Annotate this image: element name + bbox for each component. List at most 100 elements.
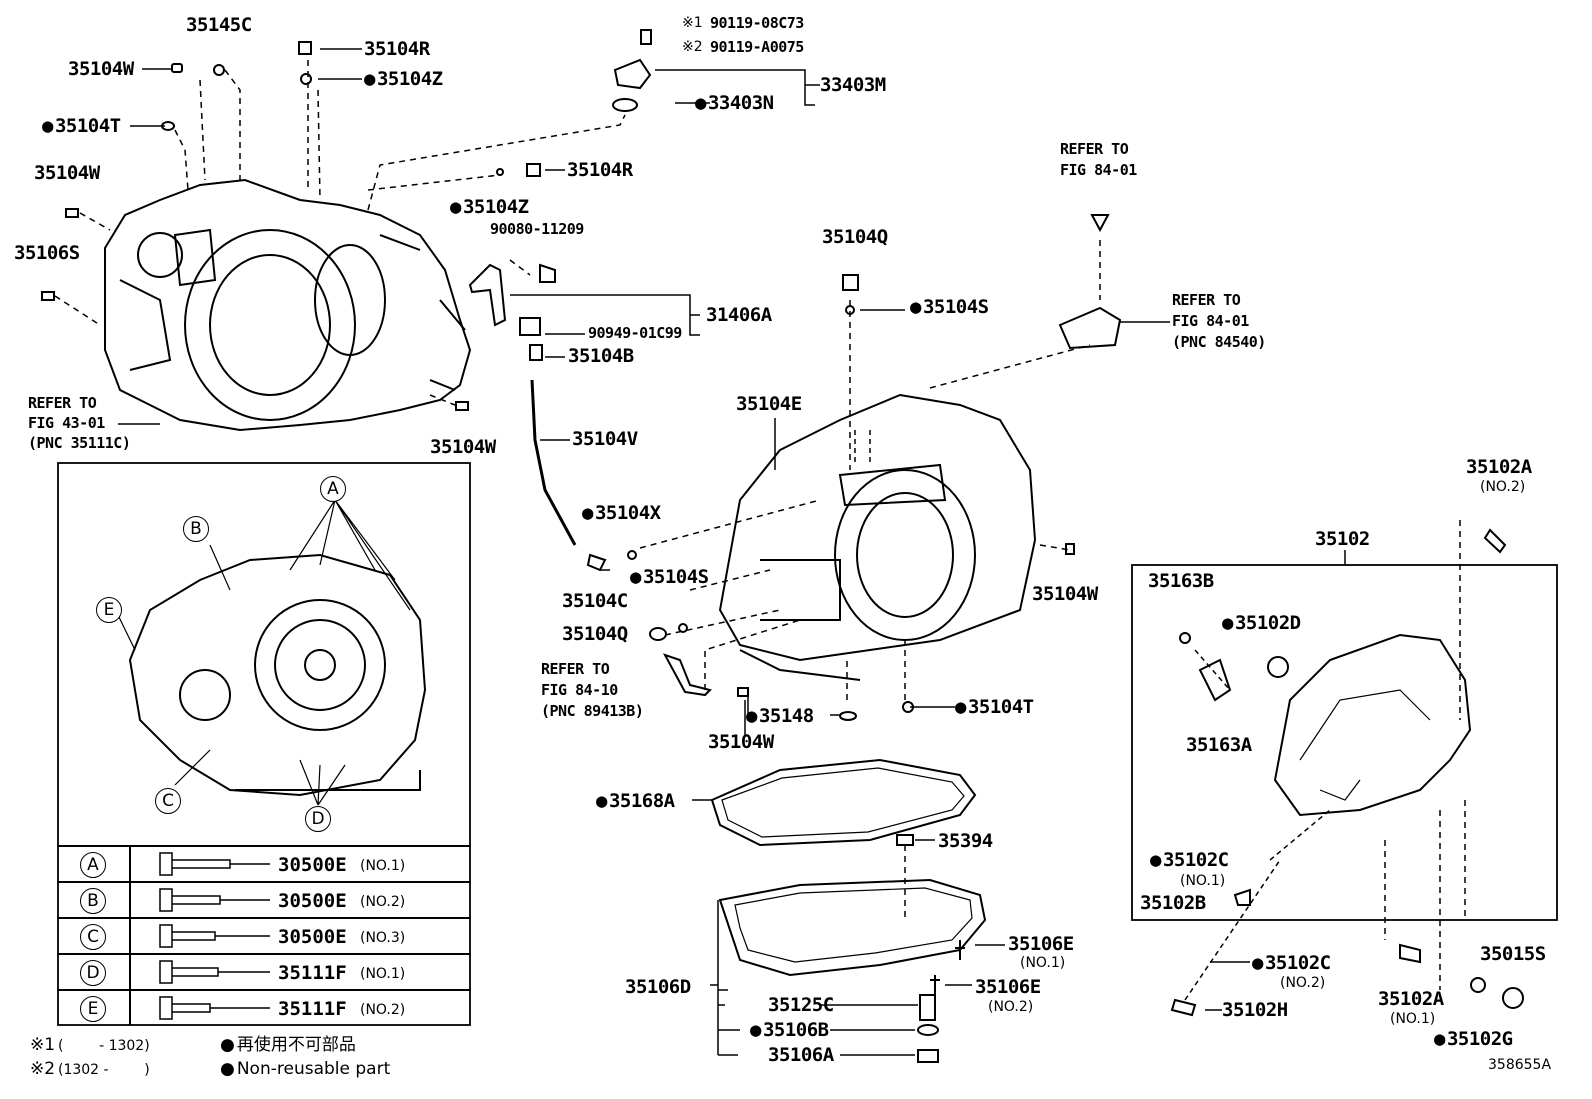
callout-c: C <box>155 788 181 814</box>
part-label-35106E: 35106E <box>1008 933 1074 955</box>
part-label-35102G: 35102G <box>1434 1030 1513 1049</box>
extension-housing-box <box>1131 520 1558 1017</box>
table-sub: (NO.2) <box>360 894 406 910</box>
legend-non-reusable-jp: 再使用不可部品 <box>220 1037 356 1054</box>
part-label-35104B: 35104B <box>568 345 634 367</box>
leader-lines-left <box>54 48 626 425</box>
table-code: 35111F <box>278 998 347 1020</box>
part-label-35102C: 35102C <box>1252 954 1331 973</box>
part-sublabel: (NO.1) <box>1180 873 1226 889</box>
table-sub: (NO.2) <box>360 1002 406 1018</box>
part-label-35104W: 35104W <box>708 731 774 753</box>
small-parts-top-left <box>41 41 469 411</box>
refer-text: REFER TO <box>1172 291 1241 309</box>
callout-e: E <box>96 597 122 623</box>
part-label-35104S: 35104S <box>630 568 709 587</box>
refer-text: REFER TO <box>28 394 97 412</box>
part-label-35163B: 35163B <box>1148 570 1214 592</box>
part-label-35104W: 35104W <box>68 58 134 80</box>
table-code: 35111F <box>278 962 347 984</box>
refer-text: REFER TO <box>1060 140 1129 158</box>
part-label-35102A: 35102A <box>1378 988 1444 1010</box>
part-label-35106E: 35106E <box>975 976 1041 998</box>
table-key-a: A <box>80 852 106 878</box>
part-label-35104W: 35104W <box>430 436 496 458</box>
bolt-icons <box>159 852 270 1020</box>
part-label-35104X: 35104X <box>582 504 661 523</box>
small-parts-center <box>649 214 1122 721</box>
part-label-35104Q: 35104Q <box>562 623 628 645</box>
part-label-35102B: 35102B <box>1140 892 1206 914</box>
refer-fig: FIG 84-10 <box>541 681 618 699</box>
callout-d: D <box>305 806 331 832</box>
table-code: 30500E <box>278 854 347 876</box>
refer-fig: FIG 84-01 <box>1172 312 1249 330</box>
part-label-35104C: 35104C <box>562 590 628 612</box>
table-key-b: B <box>80 888 106 914</box>
part-label-35148: 35148 <box>746 707 814 726</box>
table-sub: (NO.3) <box>360 930 406 946</box>
part-label-90949-01C99: 90949-01C99 <box>588 324 682 342</box>
legend-non-reusable-en: Non-reusable part <box>220 1061 390 1078</box>
refer-fig: FIG 43-01 <box>28 414 105 432</box>
transaxle-housing-left <box>104 178 472 432</box>
leader-lines-center <box>600 240 1170 735</box>
part-label-35145C: 35145C <box>186 14 252 36</box>
part-label-35102C: 35102C <box>1150 851 1229 870</box>
part-sublabel: (NO.2) <box>988 999 1034 1015</box>
refer-fig: FIG 84-01 <box>1060 161 1137 179</box>
part-label-35104Z: 35104Z <box>364 70 443 89</box>
oil-pan-group <box>692 758 1005 1063</box>
callout-a: A <box>320 476 346 502</box>
table-key-c: C <box>80 924 106 950</box>
part-sublabel: (NO.2) <box>1280 975 1326 991</box>
table-code: 30500E <box>278 890 347 912</box>
part-label-35102D: 35102D <box>1222 614 1301 633</box>
part-label-33403M: 33403M <box>820 74 886 96</box>
part-sublabel: (NO.2) <box>1480 479 1526 495</box>
part-sublabel: (NO.1) <box>1390 1011 1436 1027</box>
table-sub: (NO.1) <box>360 966 406 982</box>
part-label-35104T: 35104T <box>42 117 121 136</box>
range-mark-2: ※2 <box>682 39 703 55</box>
refer-text: REFER TO <box>541 660 610 678</box>
part-label-35104Q: 35104Q <box>822 226 888 248</box>
part-label-35104R: 35104R <box>567 159 633 181</box>
part-label-35104Z: 35104Z <box>450 198 529 217</box>
legend-range-1: ( - 1302) <box>58 1038 150 1054</box>
part-label-90119-08C73: 90119-08C73 <box>710 14 804 32</box>
transaxle-case-center <box>718 393 1037 681</box>
part-label-35106S: 35106S <box>14 242 80 264</box>
diagram-id: 358655A <box>1488 1057 1552 1073</box>
range-mark-1: ※1 <box>682 15 703 31</box>
part-label-35125C: 35125C <box>768 994 834 1016</box>
table-code: 30500E <box>278 926 347 948</box>
part-sublabel: (NO.1) <box>1020 955 1066 971</box>
legend-mark-1: ※1 <box>30 1035 56 1055</box>
part-label-35015S: 35015S <box>1480 943 1546 965</box>
part-label-35106B: 35106B <box>750 1021 829 1040</box>
part-label-35102A: 35102A <box>1466 456 1532 478</box>
legend-range-2: (1302 - ) <box>58 1062 150 1078</box>
bolt-detail-box <box>57 462 471 1026</box>
refer-pnc: (PNC 84540) <box>1172 333 1266 351</box>
part-label-35104R: 35104R <box>364 38 430 60</box>
callout-b: B <box>183 516 209 542</box>
part-label-35102H: 35102H <box>1222 999 1288 1021</box>
part-label-35163A: 35163A <box>1186 734 1252 756</box>
part-label-35394: 35394 <box>938 830 993 852</box>
part-label-35104S: 35104S <box>910 298 989 317</box>
part-label-35104W: 35104W <box>1032 583 1098 605</box>
refer-pnc: (PNC 35111C) <box>28 434 131 452</box>
part-label-35104V: 35104V <box>572 428 638 450</box>
part-label-33403N: 33403N <box>695 94 774 113</box>
table-key-d: D <box>80 960 106 986</box>
part-label-35106A: 35106A <box>768 1044 834 1066</box>
part-label-35106D: 35106D <box>625 976 691 998</box>
part-label-35104T: 35104T <box>955 698 1034 717</box>
legend-mark-2: ※2 <box>30 1059 56 1079</box>
part-label-35168A: 35168A <box>596 792 675 811</box>
table-key-e: E <box>80 996 106 1022</box>
table-sub: (NO.1) <box>360 858 406 874</box>
